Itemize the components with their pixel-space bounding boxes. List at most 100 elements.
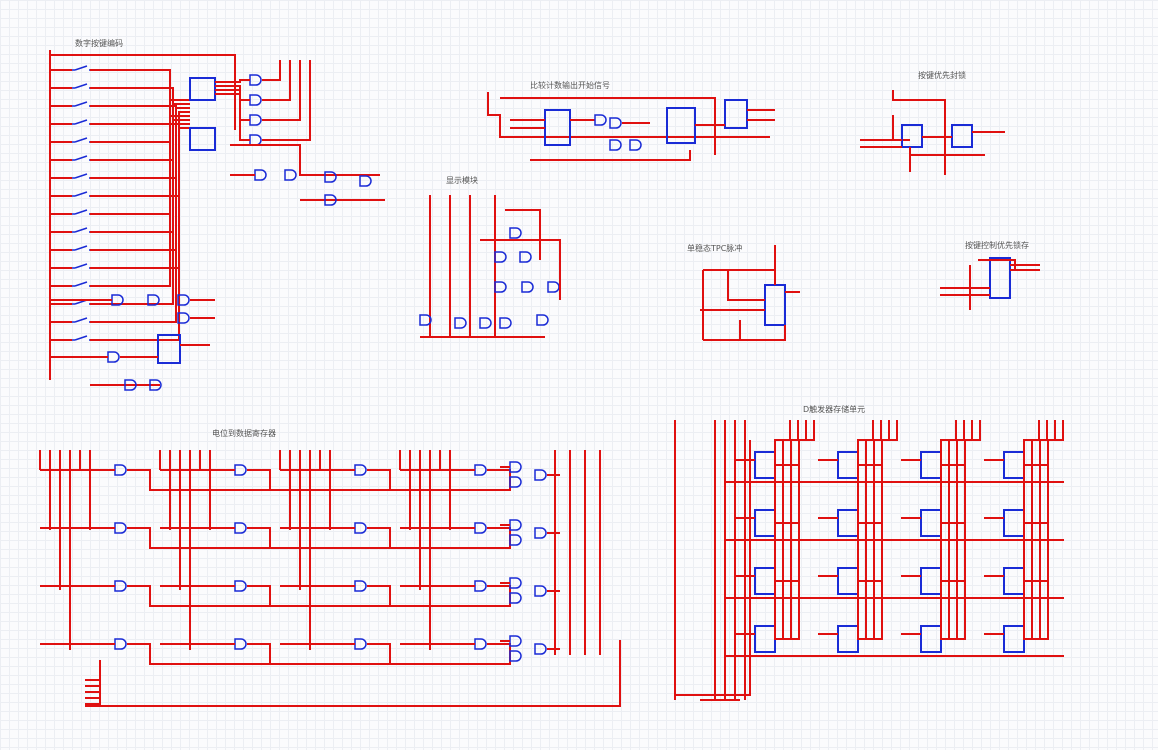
- ic-chip: [544, 109, 571, 146]
- wire: [247, 643, 490, 665]
- logic-gate: [324, 194, 337, 206]
- push-key: [72, 83, 92, 89]
- push-key: [72, 245, 92, 251]
- push-key: [72, 119, 92, 125]
- push-key: [72, 317, 92, 323]
- logic-gate: [354, 638, 367, 650]
- wire: [703, 325, 786, 341]
- logic-gate: [629, 139, 642, 151]
- ic-chip: [1003, 451, 1025, 479]
- wire: [964, 420, 981, 640]
- logic-gate: [474, 522, 487, 534]
- push-key: [72, 335, 92, 341]
- wire: [487, 585, 511, 607]
- ic-chip: [754, 451, 776, 479]
- wire: [487, 92, 770, 138]
- logic-gate: [494, 281, 507, 293]
- logic-gate: [249, 94, 262, 106]
- wire: [262, 60, 301, 121]
- wire: [500, 97, 716, 155]
- logic-gate: [354, 464, 367, 476]
- logic-gate: [509, 534, 522, 546]
- title-key-priority: 按键优先封锁: [918, 71, 966, 80]
- logic-gate: [534, 585, 547, 597]
- push-key: [72, 227, 92, 233]
- ic-chip: [189, 77, 216, 101]
- ic-chip: [837, 509, 859, 537]
- logic-gate: [359, 175, 372, 187]
- logic-gate: [254, 169, 267, 181]
- wire: [90, 119, 190, 305]
- title-key-clear: 按键控制优先锁存: [965, 241, 1029, 250]
- wire: [127, 643, 490, 665]
- push-key: [72, 155, 92, 161]
- logic-gate: [149, 379, 162, 391]
- wire: [247, 585, 490, 607]
- wire: [881, 420, 898, 640]
- wire: [727, 270, 765, 301]
- wire: [85, 660, 101, 705]
- ic-chip: [754, 625, 776, 653]
- ic-chip: [920, 451, 942, 479]
- wire: [480, 239, 561, 300]
- ic-chip: [837, 625, 859, 653]
- wire: [367, 585, 490, 607]
- logic-gate: [454, 317, 467, 329]
- logic-gate: [354, 580, 367, 592]
- push-key: [72, 281, 92, 287]
- logic-gate: [114, 580, 127, 592]
- logic-gate: [284, 169, 297, 181]
- wire: [85, 660, 101, 693]
- wire: [892, 90, 946, 175]
- logic-gate: [249, 134, 262, 146]
- ic-chip: [1003, 625, 1025, 653]
- push-key: [72, 137, 92, 143]
- title-keypad-encoder: 数字按键编码: [75, 39, 123, 48]
- title-pulse: 单稳态TPC脉冲: [687, 244, 743, 253]
- ic-chip: [901, 124, 923, 148]
- push-key: [72, 101, 92, 107]
- logic-gate: [547, 281, 560, 293]
- logic-gate: [474, 464, 487, 476]
- logic-gate: [509, 461, 522, 473]
- wire: [127, 527, 490, 549]
- wire: [215, 93, 250, 141]
- logic-gate: [234, 638, 247, 650]
- wire: [798, 420, 815, 640]
- logic-gate: [536, 314, 549, 326]
- logic-gate: [114, 522, 127, 534]
- wire: [90, 115, 190, 287]
- wire: [262, 60, 291, 101]
- ic-chip: [1003, 509, 1025, 537]
- ic-chip: [920, 509, 942, 537]
- wire: [85, 660, 101, 681]
- wire: [127, 469, 490, 491]
- logic-gate: [479, 317, 492, 329]
- logic-gate: [324, 171, 337, 183]
- wire: [1047, 420, 1064, 640]
- logic-gate: [509, 635, 522, 647]
- push-key: [72, 65, 92, 71]
- wire: [367, 527, 490, 549]
- ic-chip: [157, 334, 181, 364]
- wire: [675, 440, 751, 696]
- logic-gate: [111, 294, 124, 306]
- wire: [230, 144, 380, 176]
- wire: [487, 643, 511, 665]
- logic-gate: [234, 522, 247, 534]
- ic-chip: [837, 451, 859, 479]
- logic-gate: [354, 522, 367, 534]
- logic-gate: [521, 281, 534, 293]
- wire: [367, 643, 490, 665]
- wire: [90, 123, 190, 323]
- ic-chip: [764, 284, 786, 326]
- logic-gate: [114, 638, 127, 650]
- logic-gate: [474, 638, 487, 650]
- logic-gate: [249, 114, 262, 126]
- wire: [978, 259, 1016, 270]
- ic-chip: [989, 257, 1011, 299]
- logic-gate: [147, 294, 160, 306]
- logic-gate: [249, 74, 262, 86]
